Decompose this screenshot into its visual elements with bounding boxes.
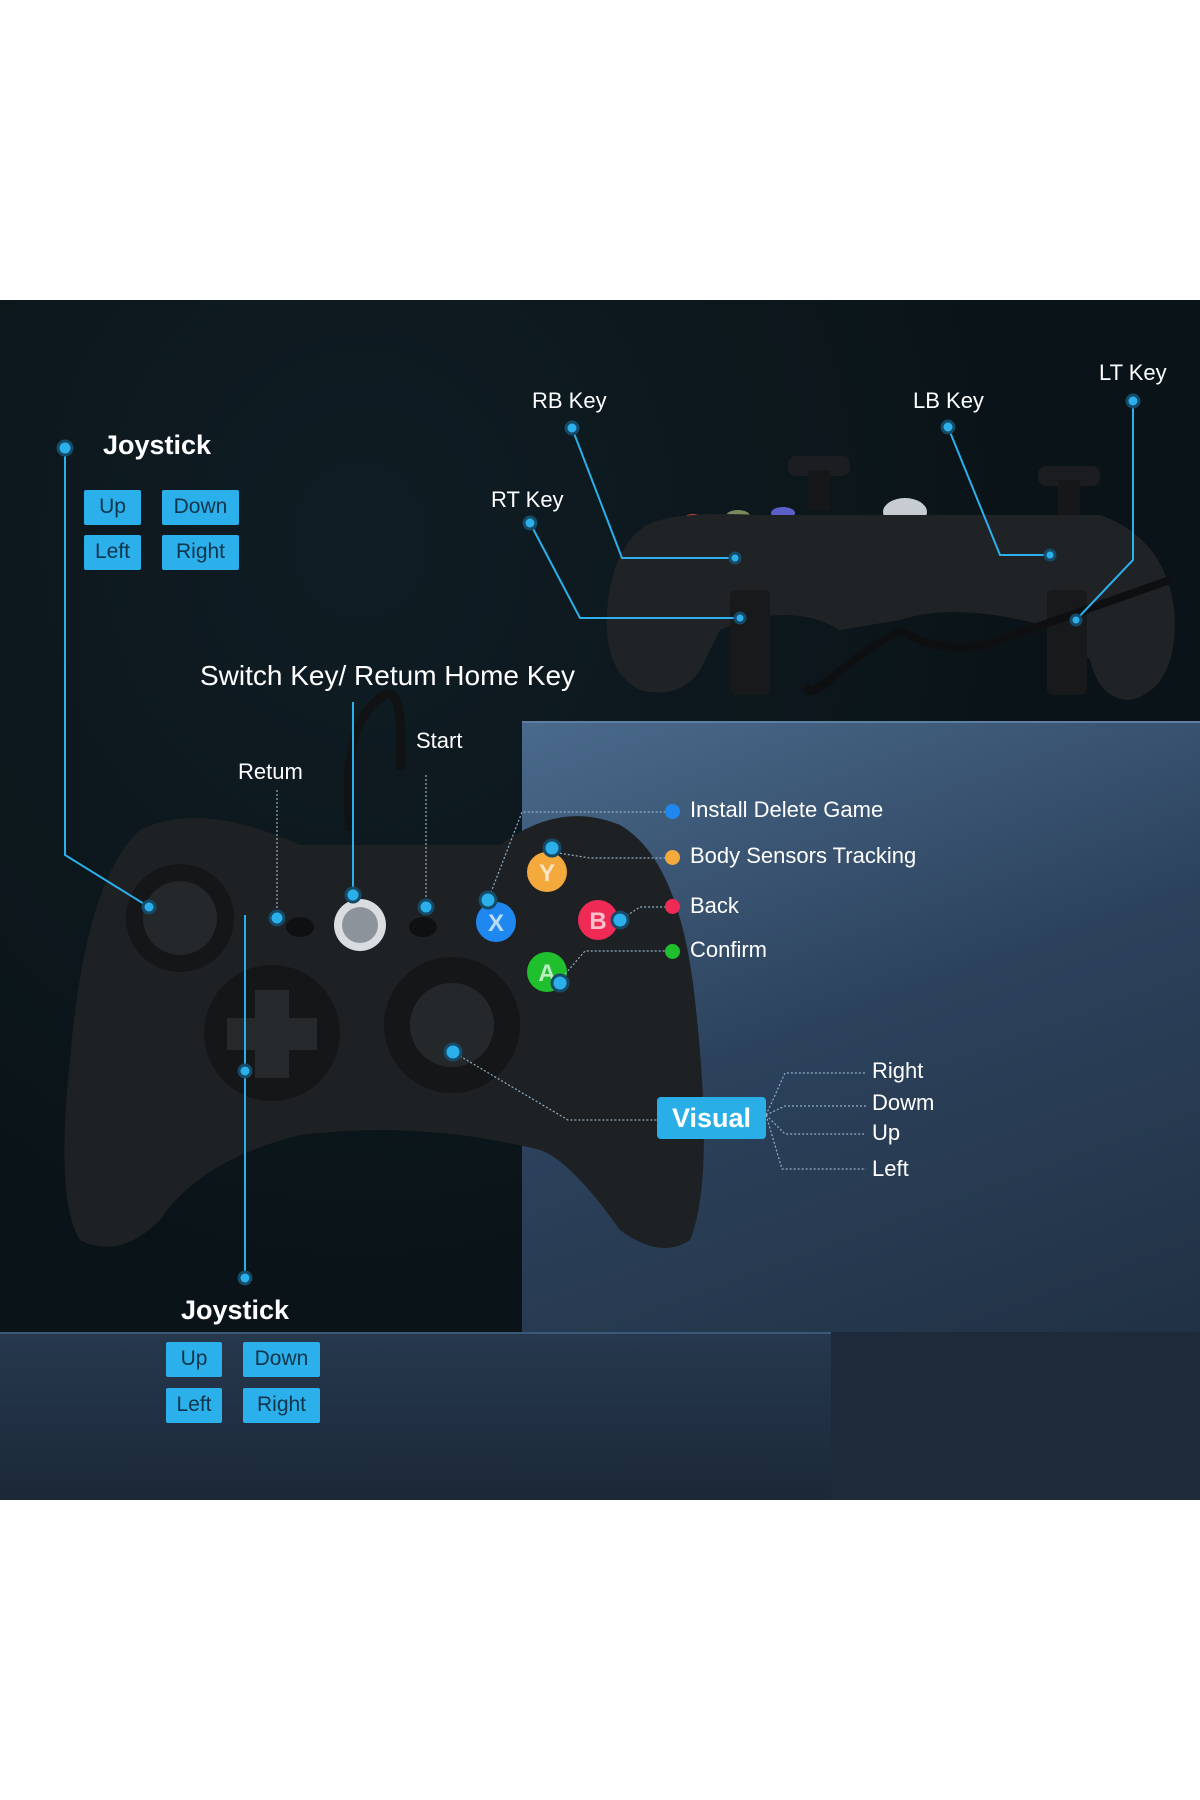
visual-down: Dowm (872, 1090, 935, 1115)
top-joystick-down: Down (162, 490, 239, 525)
face-button-glyph: Y (539, 860, 555, 887)
rb-key-label: RB Key (532, 388, 607, 413)
x-color-dot (665, 804, 680, 819)
callout-lines (64, 401, 1134, 1278)
visual-badge: Visual (657, 1097, 766, 1139)
bottom-joystick-right: Right (243, 1388, 320, 1423)
visual-left: Left (872, 1156, 909, 1181)
switch-key-label: Switch Key/ Retum Home Key (200, 660, 576, 691)
rt-key-label: RT Key (491, 487, 564, 512)
top-joystick-right: Right (162, 535, 239, 570)
b-color-dot (665, 899, 680, 914)
face-button-y (527, 852, 567, 892)
podium-front (0, 1332, 831, 1500)
face-button-glyph: X (488, 910, 504, 937)
visual-up: Up (872, 1120, 901, 1145)
confirm-label: Confirm (690, 937, 768, 962)
top-joystick-title: Joystick (103, 430, 212, 460)
face-button-b (578, 900, 618, 940)
controller-rear-view (606, 456, 1175, 700)
visual-right: Right (872, 1058, 924, 1083)
lb-key-label: LB Key (913, 388, 984, 413)
podium-side (831, 1332, 1200, 1500)
callout-dots (56, 393, 1141, 1286)
bottom-joystick-left: Left (166, 1388, 222, 1423)
face-button-glyph: B (589, 908, 606, 935)
top-joystick-left: Left (84, 535, 141, 570)
install-delete-game-label: Install Delete Game (690, 797, 884, 822)
bottom-joystick-up: Up (166, 1342, 222, 1377)
return-label: Retum (238, 759, 303, 784)
bottom-joystick-title: Joystick (181, 1295, 290, 1325)
y-color-dot (665, 850, 680, 865)
face-button-x (476, 902, 516, 942)
lt-key-label: LT Key (1099, 360, 1167, 385)
back-label: Back (690, 893, 739, 918)
controller-front-view (64, 689, 704, 1248)
start-label: Start (416, 728, 463, 753)
dotted-callouts (276, 775, 866, 1170)
top-joystick-up: Up (84, 490, 141, 525)
a-color-dot (665, 944, 680, 959)
body-sensors-label: Body Sensors Tracking (690, 843, 917, 868)
bottom-joystick-down: Down (243, 1342, 320, 1377)
